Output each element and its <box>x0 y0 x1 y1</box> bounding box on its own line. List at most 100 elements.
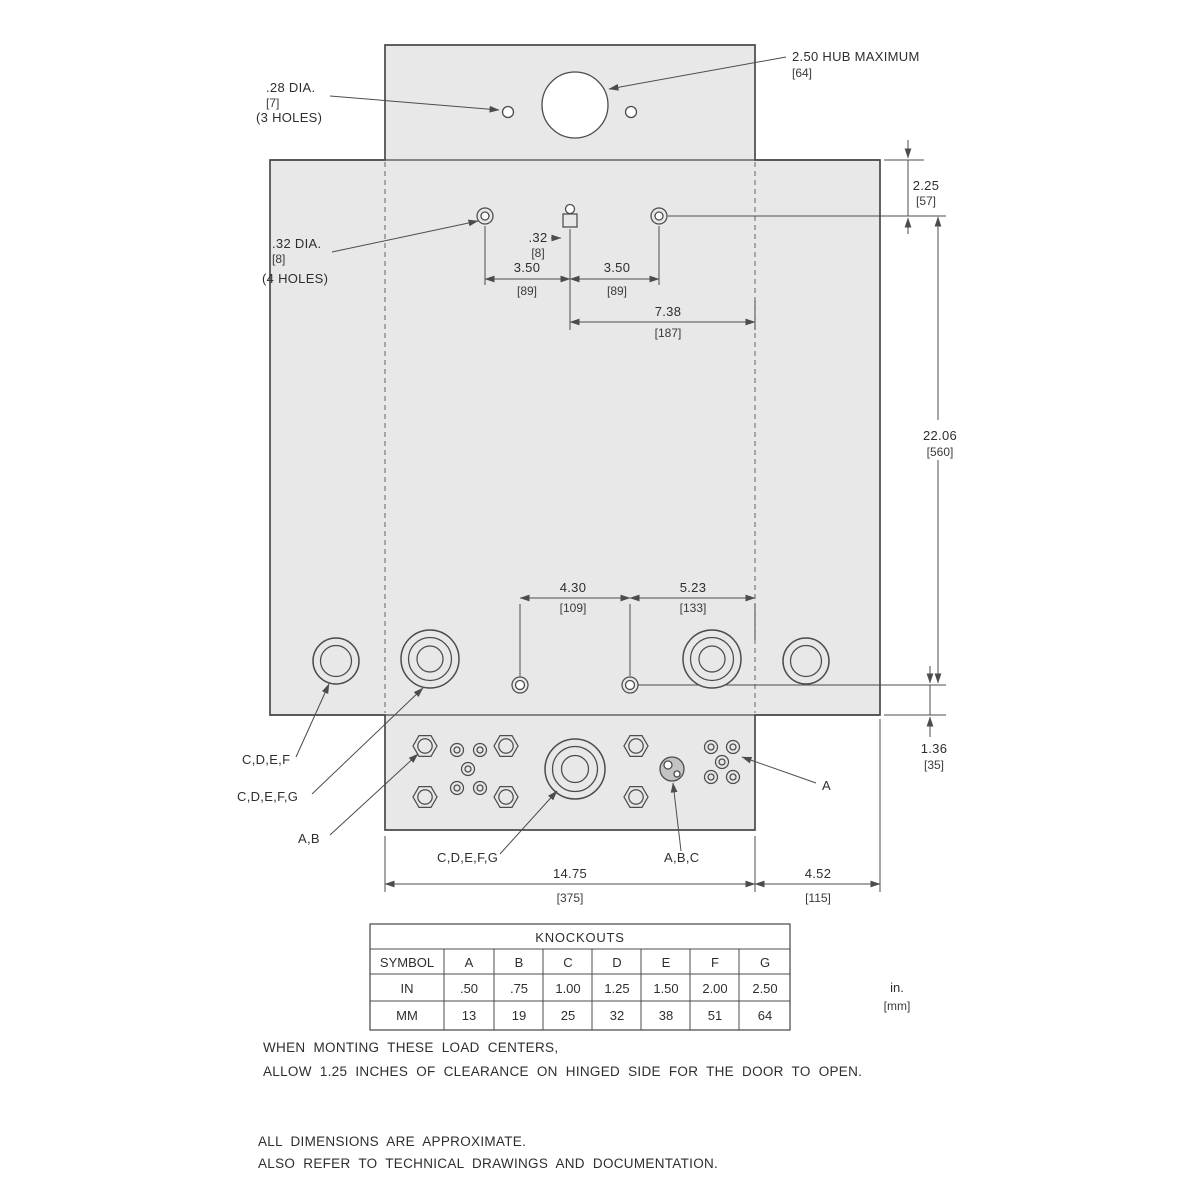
dia-32-annotation: .32 DIA. [8] (4 HOLES) <box>262 219 479 286</box>
small-knockout-cluster-left <box>449 742 488 796</box>
mounting-note: WHEN MONTING THESE LOAD CENTERS, ALLOW 1… <box>263 1040 862 1079</box>
top-hole-left <box>501 105 515 119</box>
footer-note-line1: ALL DIMENSIONS ARE APPROXIMATE. <box>258 1134 526 1149</box>
table-cell: 1.25 <box>604 981 629 996</box>
table-cell: 51 <box>708 1008 722 1023</box>
side-knockouts <box>312 629 830 689</box>
hex-knockout <box>623 734 649 758</box>
table-cell: 25 <box>561 1008 575 1023</box>
dim-2206-mm: [560] <box>927 445 954 459</box>
bottom-large-knockout <box>544 738 606 800</box>
dim-1475-in: 14.75 <box>553 866 587 881</box>
dim-738-in: 7.38 <box>655 304 682 319</box>
units-mm: [mm] <box>884 999 911 1013</box>
table-header-f: F <box>711 955 719 970</box>
units-note: in. [mm] <box>884 980 911 1013</box>
right-large-knockout <box>682 629 742 689</box>
dim-430-in: 4.30 <box>560 580 587 595</box>
table-row-in-label: IN <box>401 981 414 996</box>
leader-left-large: C,D,E,F,G <box>237 789 298 804</box>
leader-bottom-large: C,D,E,F,G <box>437 850 498 865</box>
left-wing-knockout <box>312 637 360 685</box>
units-in: in. <box>890 980 904 995</box>
table-header-g: G <box>760 955 770 970</box>
hex-knockout <box>623 785 649 809</box>
right-wing-knockout <box>782 637 830 685</box>
dim-225-mm: [57] <box>916 194 936 208</box>
table-header-e: E <box>662 955 671 970</box>
dim-136-mm: [35] <box>924 758 944 772</box>
footer-note: ALL DIMENSIONS ARE APPROXIMATE. ALSO REF… <box>258 1134 718 1171</box>
hex-knockout <box>493 785 519 809</box>
knockout-leaders: C,D,E,F C,D,E,F,G A,B C,D,E,F,G A,B,C A <box>237 683 831 865</box>
dim-left-350-mm: [89] <box>517 284 537 298</box>
table-cell: 2.00 <box>702 981 727 996</box>
hub-circle <box>541 71 609 139</box>
hex-knockout <box>493 734 519 758</box>
dim-1475-452: 14.75 [375] 4.52 [115] <box>384 719 881 905</box>
dim-738: 7.38 [187] <box>569 304 756 340</box>
mount-hole-lower-right <box>621 676 639 694</box>
dim-tab-width-mm: [8] <box>531 246 544 260</box>
mount-hole-upper-left <box>476 207 494 225</box>
mounting-note-line2: ALLOW 1.25 INCHES OF CLEARANCE ON HINGED… <box>263 1064 862 1079</box>
hub-annotation: 2.50 HUB MAXIMUM [64] <box>608 49 920 91</box>
hex-knockout <box>412 785 438 809</box>
dim-452-mm: [115] <box>805 891 831 905</box>
footer-note-line2: ALSO REFER TO TECHNICAL DRAWINGS AND DOC… <box>258 1156 718 1171</box>
leader-right-cluster: A <box>822 778 831 793</box>
dia28-label-mm: [7] <box>266 96 279 110</box>
dim-523-mm: [133] <box>680 601 707 615</box>
dim-136: 1.36 [35] <box>884 666 947 772</box>
dim-left-350: 3.50 [89] <box>484 260 571 298</box>
dim-430-523: 4.30 [109] 5.23 [133] <box>519 580 756 676</box>
small-knockout-cluster-right <box>703 739 741 785</box>
dia-28-annotation: .28 DIA. [7] (3 HOLES) <box>256 80 500 125</box>
dim-tab-width: .32 [8] <box>529 230 562 260</box>
table-cell: 32 <box>610 1008 624 1023</box>
hub-label-in: 2.50 HUB MAXIMUM <box>792 49 920 64</box>
dim-136-in: 1.36 <box>921 741 948 756</box>
dim-1475-mm: [375] <box>557 891 584 905</box>
table-cell: 2.50 <box>752 981 777 996</box>
table-header-symbol: SYMBOL <box>380 955 434 970</box>
bottom-knockouts <box>412 734 741 809</box>
table-cell: 1.50 <box>653 981 678 996</box>
table-row-mm-label: MM <box>396 1008 418 1023</box>
leader-left-wing: C,D,E,F <box>242 752 290 767</box>
dia32-label-holes: (4 HOLES) <box>262 271 328 286</box>
dia28-label-in: .28 DIA. <box>266 80 315 95</box>
dim-452-in: 4.52 <box>805 866 832 881</box>
table-cell: 1.00 <box>555 981 580 996</box>
leader-left-hex: A,B <box>298 831 320 846</box>
table-cell: 38 <box>659 1008 673 1023</box>
hub-and-top-holes <box>501 71 638 139</box>
upper-mount-holes <box>476 203 668 228</box>
lower-mount-holes <box>511 676 946 694</box>
table-cell: 13 <box>462 1008 476 1023</box>
table-header-b: B <box>515 955 524 970</box>
shaded-knockout <box>659 756 685 782</box>
dim-430-mm: [109] <box>560 601 587 615</box>
table-cell: 64 <box>758 1008 772 1023</box>
dim-right-350-mm: [89] <box>607 284 627 298</box>
dim-tab-width-in: .32 <box>529 230 548 245</box>
mounting-note-line1: WHEN MONTING THESE LOAD CENTERS, <box>263 1040 558 1055</box>
panel-body <box>269 44 881 831</box>
mount-hole-upper-right <box>650 207 668 225</box>
dia32-label-mm: [8] <box>272 252 285 266</box>
hex-knockout <box>412 734 438 758</box>
table-title: KNOCKOUTS <box>535 930 625 945</box>
panel-outline <box>269 44 881 831</box>
dim-523-in: 5.23 <box>680 580 707 595</box>
dim-2206: 22.06 [560] <box>923 216 957 684</box>
table-cell: .75 <box>510 981 528 996</box>
dim-2206-in: 22.06 <box>923 428 957 443</box>
left-large-knockout <box>400 629 460 689</box>
hub-label-mm: [64] <box>792 66 812 80</box>
dim-right-350: 3.50 [89] <box>569 260 660 298</box>
leader-shaded: A,B,C <box>664 850 699 865</box>
knockouts-table: KNOCKOUTS SYMBOL A B C D E F G IN .50 .7… <box>369 923 791 1031</box>
